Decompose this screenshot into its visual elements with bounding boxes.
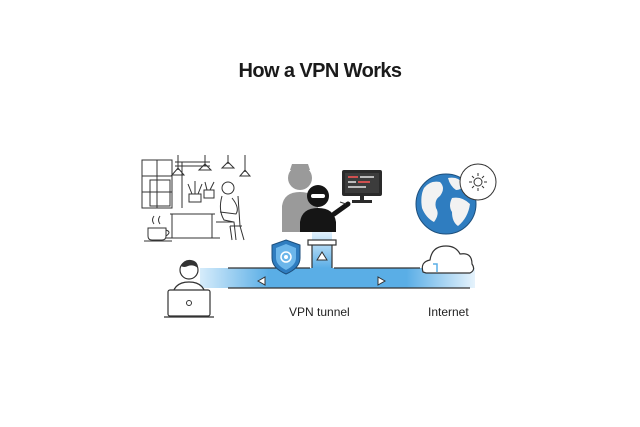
arrow-right-icon [377,276,387,286]
tunnel-pipe [200,268,475,288]
vpn-tunnel [200,230,475,289]
sun-icon [459,163,497,201]
hacker-icon [282,164,351,232]
cloud-icon [421,245,475,274]
diagram-title: How a VPN Works [238,60,403,82]
vpn-tunnel-label: VPN tunnel [289,305,350,319]
arrow-up-icon [316,251,328,261]
user-laptop-icon [164,259,214,318]
arrow-left-icon [256,276,266,286]
internet-label: Internet [428,305,469,319]
tunnel-valve [307,239,337,246]
monitor-icon [339,170,382,205]
shield-icon [271,239,301,275]
tunnel-branch [312,230,332,268]
cafe-scene-icon [141,155,252,242]
